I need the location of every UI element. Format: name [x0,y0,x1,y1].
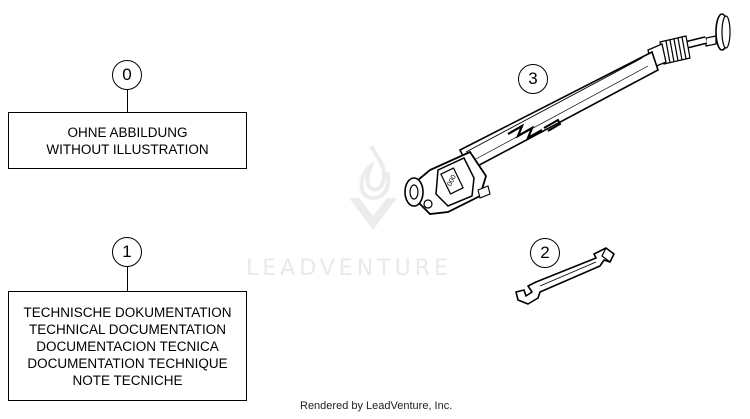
technical-documentation-box: TECHNISCHE DOKUMENTATION TECHNICAL DOCUM… [8,291,247,401]
watermark-text: LEADVENTURE [246,256,452,281]
callout-2: 2 [530,238,560,268]
open-end-wrench-illustration [515,247,615,305]
footer-credit: Rendered by LeadVenture, Inc. [300,400,453,412]
box-line: DOCUMENTATION TECHNIQUE [27,355,228,371]
svg-text:000: 000 [446,174,457,188]
air-pump-illustration: 000 [404,13,731,215]
box-line: TECHNICAL DOCUMENTATION [28,321,226,337]
callout-3: 3 [518,64,548,94]
box-line: NOTE TECNICHE [72,372,183,388]
box-line: OHNE ABBILDUNG [67,124,188,140]
leadventure-watermark-logo [349,145,397,230]
callout-0: 0 [112,60,142,90]
box-line: WITHOUT ILLUSTRATION [46,141,209,157]
without-illustration-box: OHNE ABBILDUNG WITHOUT ILLUSTRATION [8,112,247,169]
box-line: DOCUMENTACION TECNICA [36,338,219,354]
leader-line-1 [127,267,128,291]
callout-1: 1 [112,237,142,267]
leader-line-0 [127,90,128,112]
box-line: TECHNISCHE DOKUMENTATION [23,304,232,320]
